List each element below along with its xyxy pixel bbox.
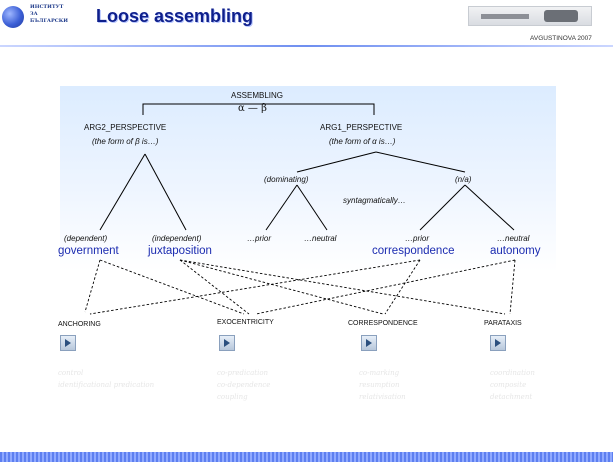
header-image-shape [544,10,578,22]
node-arg1-subtitle: (the form of α is…) [329,137,396,146]
header-image-shape [481,14,529,19]
tree-line [419,184,466,231]
faint-text-anchoring: control identificational predication [58,367,154,391]
header-rule [0,45,613,47]
faint-line: co-predication [217,369,269,377]
faint-line: coordination [490,369,535,377]
node-arg1-perspective: ARG1_PERSPECTIVE [320,123,403,132]
node-dependent: (dependent) [64,234,108,243]
node-neutral-dominating: …neutral [304,234,337,243]
faint-line: control [58,369,84,377]
node-arg2-subtitle: (the form of β is…) [92,137,159,146]
link-line [179,259,384,315]
tree-line [375,151,466,173]
tree-line [265,184,298,231]
node-independent: (independent) [152,234,202,243]
play-button-exocentricity[interactable] [219,335,235,351]
link-line [179,259,250,315]
category-anchoring: ANCHORING [58,321,101,328]
tree-line [144,153,187,231]
node-correspondence: correspondence [372,245,455,257]
node-assembling: ASSEMBLING [231,91,284,100]
faint-line: composite [490,381,527,389]
link-line [255,259,516,315]
category-correspondence: CORRESPONDENCE [348,320,418,327]
play-button-correspondence[interactable] [361,335,377,351]
tree-line [296,184,328,231]
node-alpha-beta: α — β [238,103,267,114]
node-government: government [58,245,119,257]
header-image [468,6,592,26]
slide-header: ИНСТИТУТ ЗА БЪЛГАРСКИ Loose assembling A… [0,0,613,48]
faint-line: relativisation [359,393,406,401]
faint-line: identificational predication [58,381,155,389]
node-juxtaposition: juxtaposition [148,245,212,257]
slide-title: Loose assembling [96,6,254,26]
node-na: (n/a) [455,175,472,184]
tree-line [99,153,146,231]
node-arg2-perspective: ARG2_PERSPECTIVE [84,123,167,132]
node-dominating: (dominating) [264,175,309,184]
faint-line: co-dependence [217,381,271,389]
link-line [89,259,421,315]
category-exocentricity: EXOCENTRICITY [217,319,274,326]
link-line [99,259,245,315]
faint-line: resumption [359,381,400,389]
node-autonomy: autonomy [490,245,541,257]
institute-logo-icon [2,6,24,28]
play-button-anchoring[interactable] [60,335,76,351]
link-line [179,259,506,315]
link-line [384,259,421,315]
node-prior-dominating: …prior [247,234,272,243]
author-label: AVGUSTINOVA 2007 [530,35,592,42]
node-neutral-na: …neutral [497,234,530,243]
faint-line: detachment [490,393,533,401]
category-parataxis: PARATAXIS [484,320,522,327]
faint-text-exocentricity: co-predication co-dependence coupling [217,367,270,403]
tree-line [464,184,515,231]
faint-text-parataxis: coordination composite detachment [490,367,535,403]
root-bracket-line [142,103,375,115]
play-button-parataxis[interactable] [490,335,506,351]
logo-text: ИНСТИТУТ ЗА БЪЛГАРСКИ [30,4,69,24]
node-prior-na: …prior [405,234,430,243]
link-line [84,259,101,313]
faint-line: coupling [217,393,248,401]
faint-text-correspondence: co-marking resumption relativisation [359,367,406,403]
tree-line [296,151,377,173]
bottom-band [0,452,613,462]
label-syntagmatically: syntagmatically… [343,196,406,205]
link-line [509,259,516,315]
faint-line: co-marking [359,369,400,377]
diagram-background [60,86,556,272]
